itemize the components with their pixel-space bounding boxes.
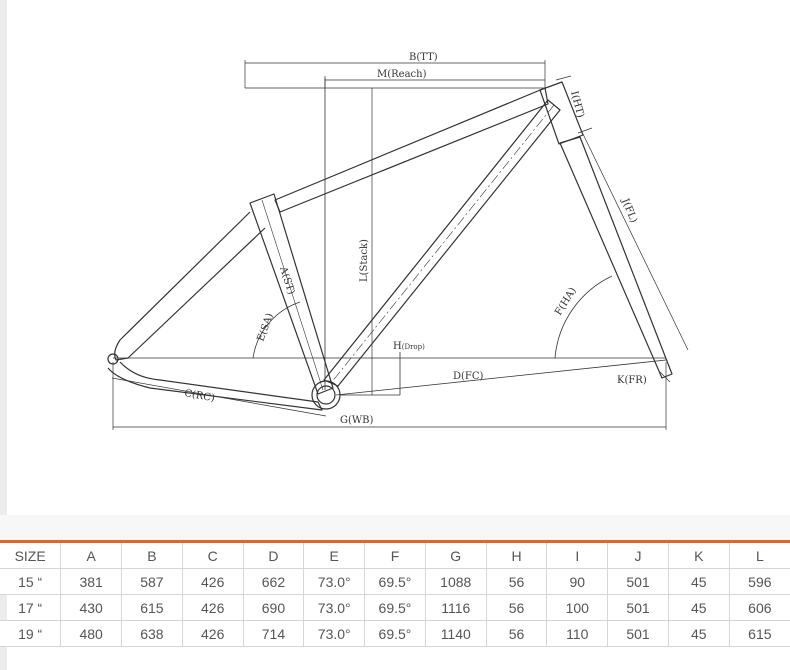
frame-geometry-diagram: B(TT) M(Reach) I(HT) J(FL) L(Stack) A(ST…: [107, 52, 689, 430]
table-cell: 606: [729, 594, 790, 621]
table-cell: 1140: [425, 620, 487, 647]
table-cell: 56: [486, 620, 548, 647]
label-fl: J(FL): [619, 196, 639, 225]
header-d: D: [243, 541, 305, 569]
down-tube: [323, 99, 561, 387]
table-cell: 662: [243, 568, 305, 595]
label-reach: M(Reach): [377, 69, 427, 80]
label-rc: C(RC): [183, 388, 215, 404]
table-cell: 426: [182, 568, 244, 595]
label-wb: G(WB): [340, 415, 374, 426]
fork-blade: [559, 136, 673, 379]
top-tube: [274, 87, 549, 213]
table-cell: 714: [243, 620, 305, 647]
table-row: 15 “ 381 587 426 662 73.0° 69.5° 1088 56…: [0, 568, 790, 595]
header-h: H: [486, 541, 548, 569]
table-cell: 638: [121, 620, 183, 647]
seat-stay: [114, 211, 266, 361]
table-cell: 45: [668, 594, 730, 621]
table-cell: 430: [60, 594, 123, 621]
head-angle-arc: [554, 275, 613, 359]
header-b: B: [121, 541, 183, 569]
table-cell: 501: [607, 568, 669, 595]
label-drop-sub: (Drop): [402, 343, 425, 351]
table-cell: 56: [486, 568, 548, 595]
table-cell: 69.5°: [364, 594, 426, 621]
label-ha: F(HA): [553, 286, 579, 318]
table-cell: 1088: [425, 568, 487, 595]
bottom-bracket-outer: [311, 380, 341, 410]
label-st: A(ST): [277, 265, 297, 297]
header-l: L: [729, 541, 790, 569]
bottom-bracket-inner: [316, 385, 336, 405]
table-cell: 690: [243, 594, 305, 621]
table-cell: 426: [182, 620, 244, 647]
label-drop-main: H: [393, 341, 402, 352]
table-cell: 480: [60, 620, 123, 647]
table-cell: 501: [607, 620, 669, 647]
table-cell: 69.5°: [364, 568, 426, 595]
header-f: F: [364, 541, 426, 569]
table-cell: 90: [546, 568, 609, 595]
table-cell: 110: [546, 620, 609, 647]
table-cell: 615: [729, 620, 790, 647]
table-cell: 615: [121, 594, 183, 621]
seat-tube: [249, 193, 334, 395]
label-fr: K(FR): [617, 375, 647, 386]
chain-stay: [107, 361, 323, 411]
left-edge-strip: [0, 0, 7, 670]
table-cell: 69.5°: [364, 620, 426, 647]
section-divider: [0, 515, 790, 541]
header-j: J: [607, 541, 669, 569]
label-drop: H(Drop): [393, 341, 425, 352]
table-cell: 596: [729, 568, 790, 595]
table-cell: 587: [121, 568, 183, 595]
size-spec-table: SIZE A B C D E F G H I J K L 15 “ 381 58…: [0, 540, 790, 647]
table-cell: 73.0°: [303, 568, 366, 595]
table-cell: 45: [668, 568, 730, 595]
label-fc: D(FC): [453, 371, 484, 382]
label-tt: B(TT): [409, 52, 438, 63]
table-row: 19 “ 480 638 426 714 73.0° 69.5° 1140 56…: [0, 620, 790, 647]
table-cell: 501: [607, 594, 669, 621]
table-cell: 45: [668, 620, 730, 647]
table-header-row: SIZE A B C D E F G H I J K L: [0, 541, 790, 569]
front-center-line: [335, 359, 667, 396]
header-c: C: [182, 541, 244, 569]
header-i: I: [546, 541, 609, 569]
head-tube: [539, 81, 584, 145]
label-sa: E(SA): [255, 312, 275, 343]
header-a: A: [60, 541, 123, 569]
table-cell: 73.0°: [303, 620, 366, 647]
table-cell: 19 “: [0, 620, 62, 647]
header-e: E: [303, 541, 366, 569]
table-cell: 1116: [425, 594, 487, 621]
table-cell: 381: [60, 568, 123, 595]
header-size: SIZE: [0, 541, 62, 569]
table-cell: 426: [182, 594, 244, 621]
header-k: K: [668, 541, 730, 569]
label-stack: L(Stack): [359, 239, 370, 282]
table-row: 17 “ 430 615 426 690 73.0° 69.5° 1116 56…: [0, 594, 790, 621]
table-cell: 15 “: [0, 568, 62, 595]
table-cell: 56: [486, 594, 548, 621]
table-cell: 100: [546, 594, 609, 621]
table-cell: 73.0°: [303, 594, 366, 621]
header-g: G: [425, 541, 487, 569]
table-cell: 17 “: [0, 594, 62, 621]
seat-angle-arc: [252, 301, 301, 359]
